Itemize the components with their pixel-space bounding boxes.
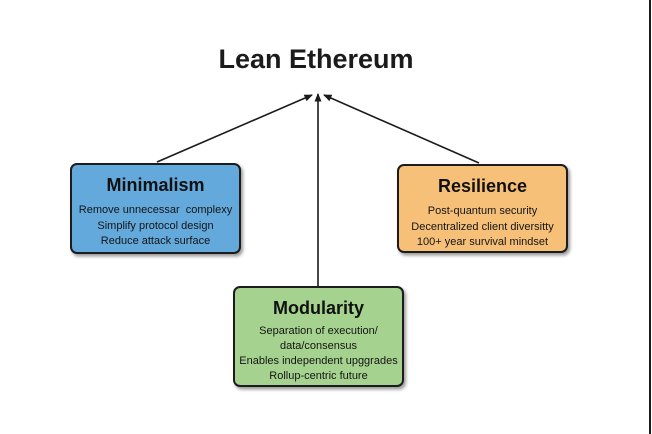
node-line: 100+ year survival mindset — [416, 236, 549, 248]
arrow-minimalism-to-title — [156, 94, 313, 163]
screen-right-border — [649, 0, 651, 434]
node-minimalism-body: Remove unnecessar complexy Simplify prot… — [72, 203, 239, 250]
node-resilience-body: Post-quantum security Decentralized clie… — [399, 204, 566, 251]
node-line: Separation of execution/ — [259, 325, 378, 337]
node-line: Enables independent upggrades — [239, 355, 398, 367]
node-modularity-body: Separation of execution/ data/consensus … — [235, 324, 402, 384]
node-line: Reduce attack surface — [100, 235, 211, 247]
node-line: Remove unnecessar complexy — [78, 204, 233, 216]
page-title: Lean Ethereum — [218, 44, 414, 74]
node-line: Rollup-centric future — [269, 370, 368, 382]
node-line: Decentralized client diversitty — [411, 220, 554, 233]
node-modularity: Modularity Separation of execution/ data… — [233, 286, 404, 387]
node-line: Post-quantum security — [427, 205, 538, 217]
node-minimalism-title: Minimalism — [106, 175, 205, 195]
arrow-resilience-to-title — [323, 94, 480, 164]
node-line: data/consensus — [279, 340, 358, 352]
node-resilience: Resilience Post-quantum security Decentr… — [397, 164, 568, 253]
node-resilience-title: Resilience — [437, 176, 528, 196]
node-minimalism: Minimalism Remove unnecessar complexy Si… — [70, 163, 241, 254]
node-line: Simplify protocol design — [97, 219, 214, 232]
node-modularity-title: Modularity — [272, 298, 364, 318]
